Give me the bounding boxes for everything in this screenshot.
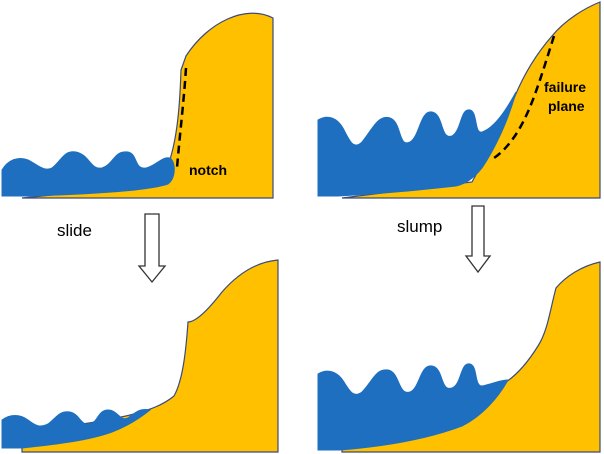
panel-slump-before: failure plane <box>317 1 601 199</box>
panel-slide-after <box>1 259 279 453</box>
dashed-line <box>493 35 556 160</box>
down-arrow-icon <box>464 205 492 274</box>
down-arrow-icon <box>137 213 167 284</box>
failure-plane-label-line2: plane <box>548 98 585 114</box>
panel-slide-before: notch <box>1 12 274 199</box>
water-shape <box>1 151 175 197</box>
water-shape <box>1 409 152 449</box>
failure-plane-label-line1: failure <box>544 79 586 95</box>
slide-label: slide <box>57 221 92 240</box>
slump-label: slump <box>397 217 442 236</box>
notch-label: notch <box>189 162 227 178</box>
water-shape <box>317 363 509 451</box>
panel-slump-after <box>317 261 601 453</box>
cliff-shape <box>21 12 274 199</box>
water-shape <box>317 91 517 197</box>
